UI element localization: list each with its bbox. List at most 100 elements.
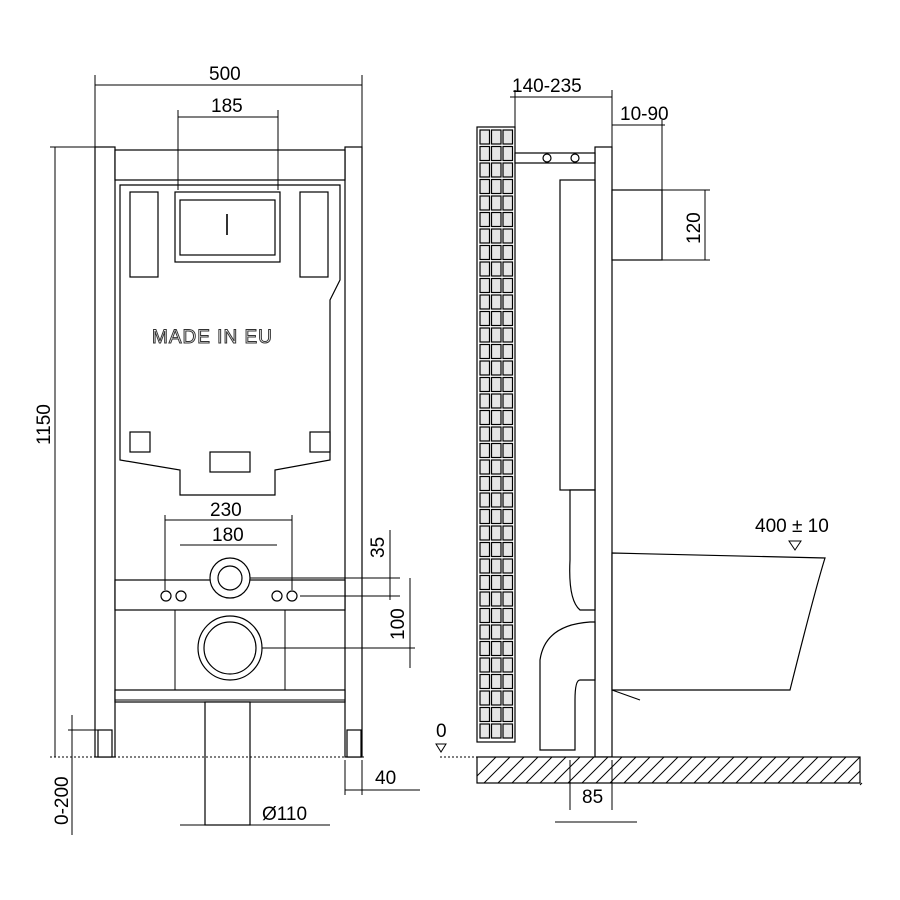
floor-hatch [721, 756, 749, 784]
tile [490, 376, 502, 393]
tile [502, 525, 514, 541]
floor-hatch [553, 756, 581, 784]
tile [490, 558, 502, 574]
tile [479, 607, 491, 624]
pipe-diameter-dimension: Ø110 [262, 804, 307, 825]
tile [502, 591, 514, 607]
tile [502, 228, 514, 244]
tile [490, 607, 502, 624]
floor [476, 756, 863, 786]
tile [490, 129, 502, 145]
tile [479, 706, 491, 723]
tile [490, 228, 502, 244]
tile [502, 162, 514, 178]
tile [490, 145, 502, 162]
floor-hatch [847, 770, 861, 784]
tile [502, 574, 514, 591]
tile [502, 343, 514, 360]
tile [479, 591, 491, 607]
tile [479, 310, 491, 327]
tile [479, 574, 491, 591]
floor-hatch [833, 756, 861, 784]
tile [479, 376, 491, 393]
floor-hatch [511, 756, 539, 784]
floor-hatch [819, 756, 847, 784]
made-in-eu-stamp: MADE IN EU [152, 327, 273, 348]
tile [490, 541, 502, 558]
tile [502, 442, 514, 459]
tile [502, 508, 514, 525]
floor-hatch [735, 756, 763, 784]
tile [502, 376, 514, 393]
floor-hatch [609, 756, 637, 784]
tile [490, 409, 502, 426]
tile [502, 327, 514, 343]
tile [479, 525, 491, 541]
tile-wall [476, 126, 516, 743]
tile [502, 492, 514, 508]
tile [479, 624, 491, 640]
tile [490, 475, 502, 492]
wall-hung-toilet [611, 552, 826, 701]
tile [479, 426, 491, 442]
tile [502, 393, 514, 409]
anchor-outer-dimension: 230 [210, 500, 242, 521]
drain-height-dimension: 100 [388, 608, 409, 640]
plate-depth-dimension: 10-90 [620, 104, 669, 125]
tile [490, 574, 502, 591]
tile [490, 178, 502, 195]
floor-level-dimension: 0 [436, 721, 447, 742]
tile [502, 723, 514, 739]
tile [479, 327, 491, 343]
tile [502, 475, 514, 492]
tile [479, 459, 491, 475]
tile [502, 541, 514, 558]
cistern [119, 184, 341, 496]
floor-hatch [581, 756, 609, 784]
tile [479, 723, 491, 739]
tile [490, 657, 502, 673]
floor-hatch [637, 756, 665, 784]
tile [502, 690, 514, 706]
tile [479, 393, 491, 409]
tile [490, 244, 502, 261]
tile [479, 492, 491, 508]
floor-hatch [693, 756, 721, 784]
floor-hatch [567, 756, 595, 784]
tile [479, 162, 491, 178]
drain-offset-dimension: 35 [368, 537, 389, 558]
floor-hatch [805, 756, 833, 784]
tile [479, 178, 491, 195]
tile [490, 459, 502, 475]
tile [502, 459, 514, 475]
tile [502, 706, 514, 723]
anchor-inner-dimension: 180 [212, 525, 244, 546]
tile [502, 277, 514, 294]
tile [502, 294, 514, 310]
tile [490, 310, 502, 327]
tile [490, 211, 502, 228]
width-dimension: 500 [209, 64, 241, 85]
floor-hatch [791, 756, 819, 784]
tile [479, 673, 491, 690]
tile [490, 640, 502, 657]
floor-hatch [595, 756, 623, 784]
tile [479, 294, 491, 310]
tile [502, 409, 514, 426]
tile [502, 607, 514, 624]
front-dimension-lines [50, 75, 420, 835]
tile [490, 426, 502, 442]
floor-hatch [859, 782, 863, 786]
tile [479, 244, 491, 261]
tile [502, 360, 514, 376]
tile [490, 508, 502, 525]
tile [490, 723, 502, 739]
tile [479, 640, 491, 657]
flush-plate-width-dimension: 185 [211, 96, 243, 117]
front-connections [160, 557, 298, 826]
tile [502, 129, 514, 145]
tile [490, 294, 502, 310]
floor-hatch [483, 756, 511, 784]
tile [479, 145, 491, 162]
floor-hatch [763, 756, 791, 784]
